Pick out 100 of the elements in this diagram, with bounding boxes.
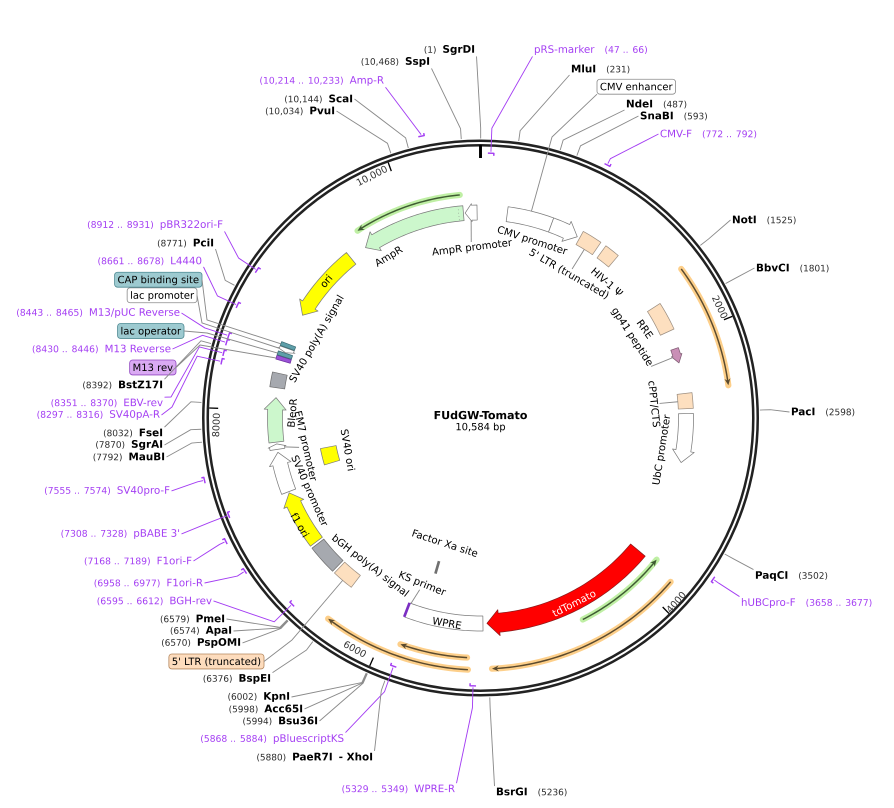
leader-line bbox=[759, 409, 790, 412]
feature-block bbox=[672, 413, 695, 463]
tick-label: 2000 bbox=[712, 295, 728, 318]
leader-line bbox=[650, 356, 674, 367]
feature-box bbox=[676, 392, 694, 410]
primer-label: (8351 .. 8370) EBV-rev bbox=[51, 398, 163, 408]
primer-label: pRS-marker (47 .. 66) bbox=[534, 45, 647, 55]
feature-mark bbox=[402, 602, 411, 618]
feature-tag: CAP binding site bbox=[114, 272, 202, 288]
restriction-site-label: (8392) BstZ17I bbox=[83, 380, 162, 390]
restriction-site-label: (7792) MauBI bbox=[94, 452, 164, 462]
primer-mark bbox=[226, 510, 230, 518]
primer-mark bbox=[604, 162, 612, 168]
leader-line bbox=[176, 344, 277, 368]
primer-label: (10,214 .. 10,233) Amp-R bbox=[260, 76, 384, 86]
leader-line bbox=[242, 620, 289, 644]
leader-line bbox=[202, 279, 282, 344]
primer-label: (8661 .. 8678) L4440 bbox=[98, 256, 202, 266]
feature-box bbox=[280, 341, 296, 351]
leader-line bbox=[659, 401, 678, 404]
leader-line bbox=[164, 428, 202, 446]
primer-label: hUBCpro-F (3658 .. 3677) bbox=[742, 598, 872, 608]
restriction-site-label: (6579) PmeI bbox=[160, 614, 224, 624]
restriction-site-label: BbvCI (1801) bbox=[756, 263, 829, 273]
primer-leader bbox=[171, 480, 204, 492]
leader-line bbox=[304, 672, 368, 710]
primer-label: (7308 .. 7328) pBABE 3' bbox=[61, 529, 180, 539]
primer-mark bbox=[390, 662, 397, 668]
primer-label: (8297 .. 8316) SV40pA-R bbox=[37, 410, 160, 420]
primer-mark bbox=[488, 152, 495, 156]
leader-line bbox=[233, 620, 288, 632]
primer-label: (5868 .. 5884) pBluescriptKS bbox=[201, 734, 344, 744]
primer-leader bbox=[203, 266, 237, 306]
primer-leader bbox=[172, 334, 226, 350]
leader-line bbox=[291, 672, 367, 698]
leader-line bbox=[166, 442, 203, 458]
restriction-site-label: (8771) PciI bbox=[158, 238, 214, 248]
primer-mark bbox=[418, 132, 425, 138]
leader-line bbox=[164, 401, 202, 428]
restriction-site-label: PacI (2598) bbox=[792, 408, 854, 416]
leader-line bbox=[431, 68, 462, 140]
restriction-site-label: MluI (231) bbox=[572, 64, 630, 74]
leader-line bbox=[284, 446, 300, 448]
primer-leader bbox=[714, 580, 740, 598]
leader-line bbox=[700, 220, 731, 246]
primer-mark bbox=[227, 332, 232, 339]
primer-label: (7168 .. 7189) F1ori-F bbox=[84, 556, 192, 566]
feature-tag: CMV enhancer bbox=[596, 78, 676, 95]
restriction-site-label: NdeI (487) bbox=[626, 99, 686, 109]
primer-label: CMV-F (772 .. 792) bbox=[660, 130, 756, 138]
primer-leader bbox=[193, 542, 225, 562]
leader-line bbox=[576, 116, 639, 156]
restriction-site-label: (7870) SgrAI bbox=[96, 440, 162, 450]
leader-line bbox=[354, 98, 409, 148]
feature-box bbox=[576, 231, 602, 256]
feature-tag: lac operator bbox=[117, 323, 184, 339]
primer-leader bbox=[385, 86, 422, 136]
leader-line bbox=[530, 94, 598, 212]
leader-line bbox=[374, 680, 386, 752]
primer-leader bbox=[181, 515, 228, 534]
feature-box: WPRE bbox=[404, 602, 484, 632]
leader-line bbox=[164, 340, 212, 380]
feature-block bbox=[670, 347, 682, 364]
restriction-site-label: NotI (1525) bbox=[732, 216, 796, 224]
leader-line bbox=[489, 696, 495, 787]
feature-mark bbox=[434, 560, 440, 574]
primer-leader bbox=[456, 686, 474, 784]
primer-mark bbox=[254, 266, 262, 274]
primer-mark bbox=[201, 476, 206, 484]
primer-mark bbox=[710, 576, 716, 584]
feature-tag: lac promoter bbox=[126, 287, 198, 304]
plasmid-name: FUdGW-Tomato bbox=[434, 410, 527, 420]
primer-mark bbox=[222, 538, 228, 544]
restriction-site-label: (10,144) ScaI bbox=[285, 94, 352, 104]
primer-leader bbox=[213, 600, 292, 622]
restriction-site-label: (6574) ApaI bbox=[170, 626, 232, 636]
primer-leader bbox=[345, 667, 394, 734]
primer-label: (8443 .. 8465) M13/pUC Reverse bbox=[17, 308, 180, 318]
primer-mark bbox=[224, 338, 230, 346]
tick-label: 8000 bbox=[212, 413, 220, 437]
leader-line bbox=[725, 268, 755, 284]
leader-line bbox=[184, 330, 278, 354]
primer-label: (7555 .. 7574) SV40pro-F bbox=[44, 486, 170, 496]
leader-line bbox=[215, 248, 235, 286]
restriction-site-label: (6002) KpnI bbox=[228, 692, 290, 702]
primer-leader bbox=[164, 346, 223, 398]
feature-block bbox=[278, 345, 296, 354]
leader-line bbox=[196, 294, 280, 349]
primer-mark bbox=[240, 568, 248, 574]
feature-box bbox=[276, 350, 293, 360]
feature-box bbox=[320, 445, 340, 466]
primer-leader bbox=[181, 312, 228, 336]
primer-leader bbox=[161, 356, 221, 416]
feature-block bbox=[268, 444, 286, 451]
feature-tag: M13 rev bbox=[129, 360, 176, 376]
leader-line bbox=[476, 56, 482, 139]
feature-label: AmpR promoter bbox=[432, 240, 512, 256]
leader-line bbox=[518, 74, 570, 142]
primer-mark bbox=[220, 358, 225, 365]
leader-line bbox=[572, 248, 585, 270]
